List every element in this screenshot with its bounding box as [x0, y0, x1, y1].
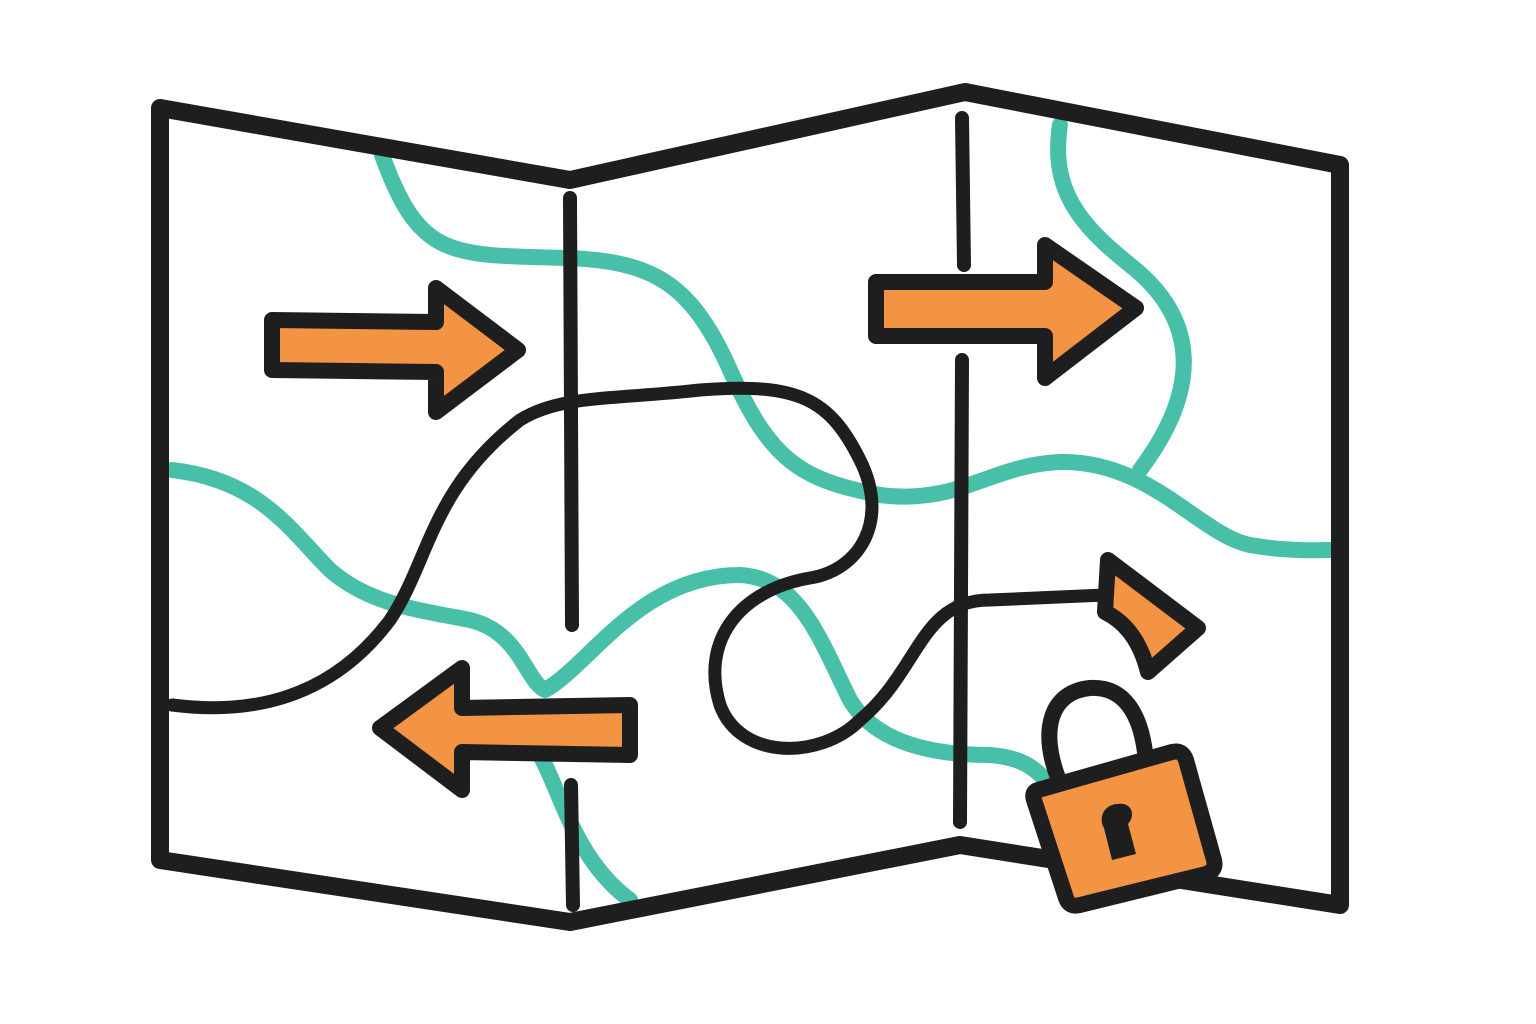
teal-route-middle	[164, 462, 1058, 793]
padlock-icon	[1025, 679, 1223, 914]
route-arrow-icon	[1097, 552, 1206, 680]
teal-routes	[164, 117, 1338, 908]
route-arrows	[264, 237, 1206, 798]
fold-line-left-lower	[564, 778, 580, 912]
fold-line-right-lower	[953, 353, 969, 829]
fold-lines	[563, 111, 971, 912]
fold-line-left-upper	[563, 191, 579, 632]
map-outline	[151, 83, 1349, 931]
teal-route-top	[374, 147, 1338, 559]
route-arrow-icon	[868, 237, 1144, 386]
route-arrow-icon	[264, 280, 526, 420]
teal-route-bottom	[532, 747, 638, 908]
route-arrow-icon	[372, 660, 638, 798]
padlock-shackle	[1041, 679, 1153, 786]
teal-route-right	[1050, 117, 1192, 478]
black-route	[165, 381, 1112, 755]
keyhole-icon	[1101, 803, 1136, 860]
fold-line-right-upper	[955, 111, 971, 272]
